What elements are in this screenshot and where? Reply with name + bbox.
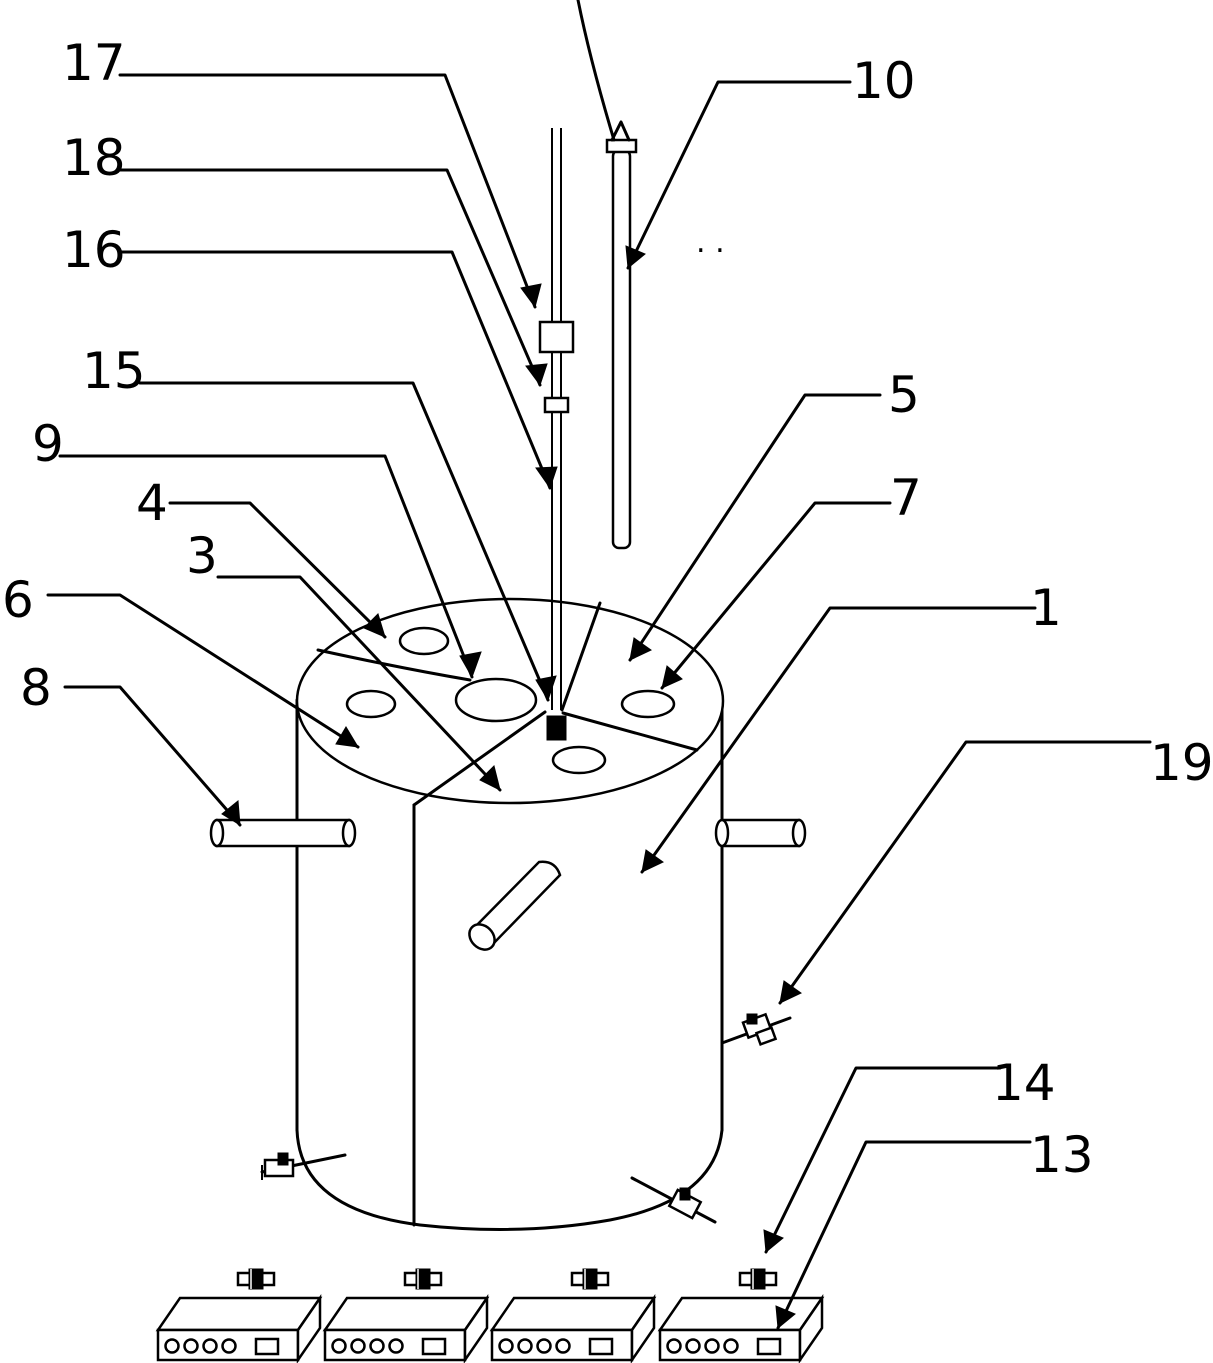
shaft-collar-18 [543, 396, 570, 414]
lid-port-7 [620, 689, 676, 719]
lid-port-6 [345, 689, 397, 719]
callout-labels: 17 18 16 15 9 4 3 6 8 10 5 7 1 19 14 13 … [2, 34, 1213, 1184]
knob [221, 1338, 237, 1354]
callout-4: 4 [136, 474, 168, 532]
knob [685, 1338, 701, 1354]
lid-port-3 [551, 745, 607, 775]
stirrer-block-15 [546, 715, 567, 741]
knob [666, 1338, 682, 1354]
probe-rod-10 [576, 0, 638, 550]
display [588, 1337, 614, 1356]
knob [331, 1338, 347, 1354]
bottom-left-valve [260, 1152, 347, 1180]
callout-7: 7 [890, 469, 922, 527]
connector-2 [403, 1268, 443, 1290]
connector-4 [738, 1268, 778, 1290]
callout-5: 5 [888, 366, 920, 424]
control-box-1 [155, 1293, 323, 1363]
stray-mark: . . [696, 225, 725, 260]
control-box-2 [322, 1293, 490, 1363]
callout-3: 3 [186, 527, 218, 585]
knob [517, 1338, 533, 1354]
callout-15: 15 [82, 342, 146, 400]
motor-coupling-17 [538, 320, 575, 354]
control-box-3 [489, 1293, 657, 1363]
knob [723, 1338, 739, 1354]
control-box-4 [657, 1293, 825, 1363]
callout-6: 6 [2, 571, 34, 629]
callout-13: 13 [1030, 1126, 1094, 1184]
leader-arrowheads [221, 245, 802, 1329]
display [254, 1337, 280, 1356]
right-inlet-pipe [714, 818, 807, 848]
connector-1 [236, 1268, 276, 1290]
knob [536, 1338, 552, 1354]
connector-3 [570, 1268, 610, 1290]
display [756, 1337, 782, 1356]
callout-16: 16 [62, 221, 126, 279]
callout-19: 19 [1150, 734, 1213, 792]
knob [555, 1338, 571, 1354]
left-inlet-pipe-8 [209, 818, 357, 848]
knob [202, 1338, 218, 1354]
knob [388, 1338, 404, 1354]
callout-9: 9 [32, 415, 64, 473]
callout-10: 10 [852, 52, 916, 110]
callout-17: 17 [62, 34, 126, 92]
callout-1: 1 [1030, 579, 1062, 637]
knob [704, 1338, 720, 1354]
knob [164, 1338, 180, 1354]
stirrer-shaft-16 [538, 128, 575, 710]
display [421, 1337, 447, 1356]
front-angled-pipe [468, 860, 562, 951]
lid-port-4 [398, 626, 450, 656]
tank-vessel [295, 597, 725, 1231]
callout-18: 18 [62, 129, 126, 187]
leader-lines [46, 73, 1152, 1330]
knob [183, 1338, 199, 1354]
knob [369, 1338, 385, 1354]
callout-8: 8 [20, 659, 52, 717]
lid-central-port-9 [454, 677, 538, 723]
bottom-right-valve [630, 1176, 717, 1224]
callout-14: 14 [992, 1054, 1056, 1112]
knob [498, 1338, 514, 1354]
knob [350, 1338, 366, 1354]
side-valve-19 [720, 1012, 792, 1046]
